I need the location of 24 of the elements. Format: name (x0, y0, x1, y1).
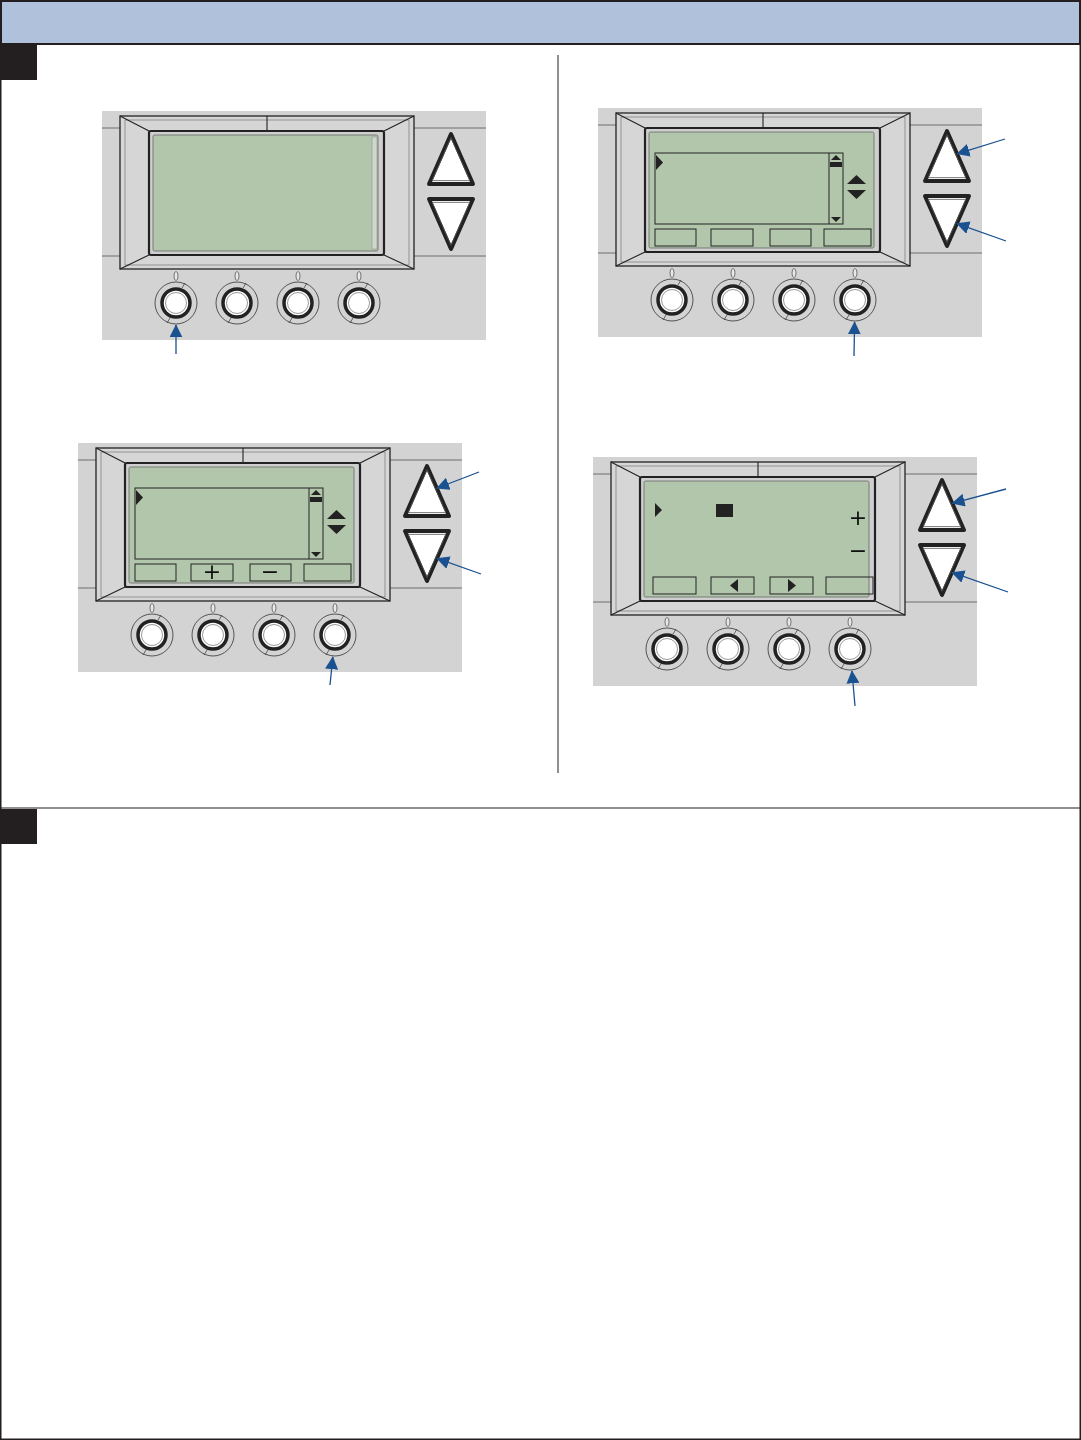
pointer-arrow (436, 556, 482, 575)
round-button (313, 613, 357, 657)
softkey-label: − (260, 561, 280, 583)
display-symbol: + (848, 507, 868, 529)
pointer-arrow (436, 471, 480, 490)
pointer-arrow (951, 488, 1007, 507)
pointer-arrow (951, 570, 1009, 593)
pointer-arrow (846, 670, 860, 707)
down-arrow-button (918, 541, 966, 597)
pointer-arrow (325, 656, 339, 686)
round-button (154, 281, 198, 325)
up-arrow-button (918, 478, 966, 534)
pointer-arrow (956, 138, 1006, 157)
pointer-arrow (847, 321, 861, 357)
up-arrow-button (923, 129, 971, 185)
display-symbol: − (848, 540, 868, 562)
down-arrow-button (923, 192, 971, 248)
softkey-label: + (202, 561, 222, 583)
pointer-arrow (169, 324, 183, 355)
round-button (833, 278, 877, 322)
up-arrow-button (403, 464, 451, 520)
pointer-arrow (956, 221, 1007, 242)
down-arrow-button (403, 527, 451, 583)
round-button (828, 627, 872, 671)
